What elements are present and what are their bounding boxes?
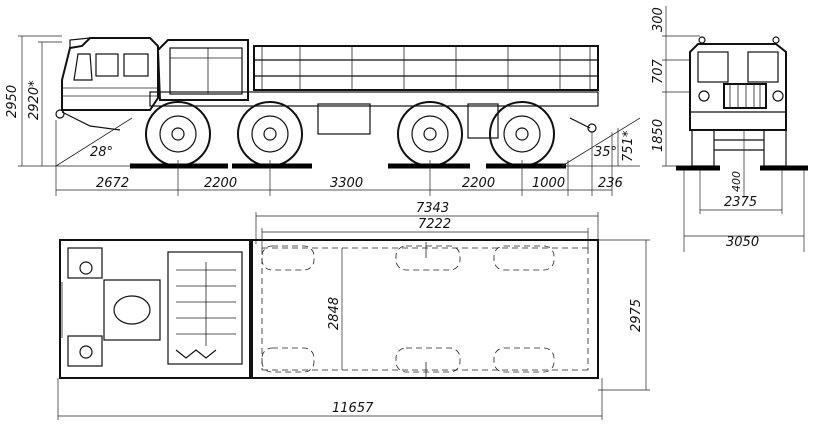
side-wheel-1	[145, 101, 211, 167]
dim-3050: 3050	[726, 235, 759, 250]
dim-2200-front: 2200	[204, 176, 237, 191]
side-wheel-2	[237, 101, 303, 167]
dim-2848: 2848	[327, 297, 342, 330]
top-view: 7343 7222 2848 2975 11657	[57, 201, 650, 420]
dim-707: 707	[651, 58, 666, 84]
dim-751: 751*	[621, 130, 636, 162]
dim-2672: 2672	[96, 176, 129, 191]
dim-7222: 7222	[418, 217, 451, 232]
dim-3300: 3300	[330, 176, 363, 191]
front-view: 300 707 1850 400 2375 3050	[651, 6, 808, 252]
dim-1850: 1850	[651, 119, 666, 152]
angle-35: 35°	[594, 145, 617, 160]
dim-2375: 2375	[724, 195, 757, 210]
dim-2200-rear: 2200	[462, 176, 495, 191]
side-view: 2672 2200 3300 2200 1000 236 2950 2920* …	[5, 35, 641, 196]
side-wheel-3	[397, 101, 463, 167]
dim-2950: 2950	[5, 85, 20, 118]
side-wheel-4	[489, 101, 555, 167]
dim-2920: 2920*	[27, 80, 42, 120]
dim-300: 300	[651, 7, 666, 32]
dim-11657: 11657	[332, 401, 374, 416]
dim-7343: 7343	[416, 201, 449, 216]
angle-28: 28°	[90, 145, 113, 160]
dim-2975: 2975	[629, 299, 644, 332]
dim-236: 236	[598, 176, 623, 191]
dim-1000: 1000	[532, 176, 565, 191]
dim-400: 400	[730, 171, 743, 192]
